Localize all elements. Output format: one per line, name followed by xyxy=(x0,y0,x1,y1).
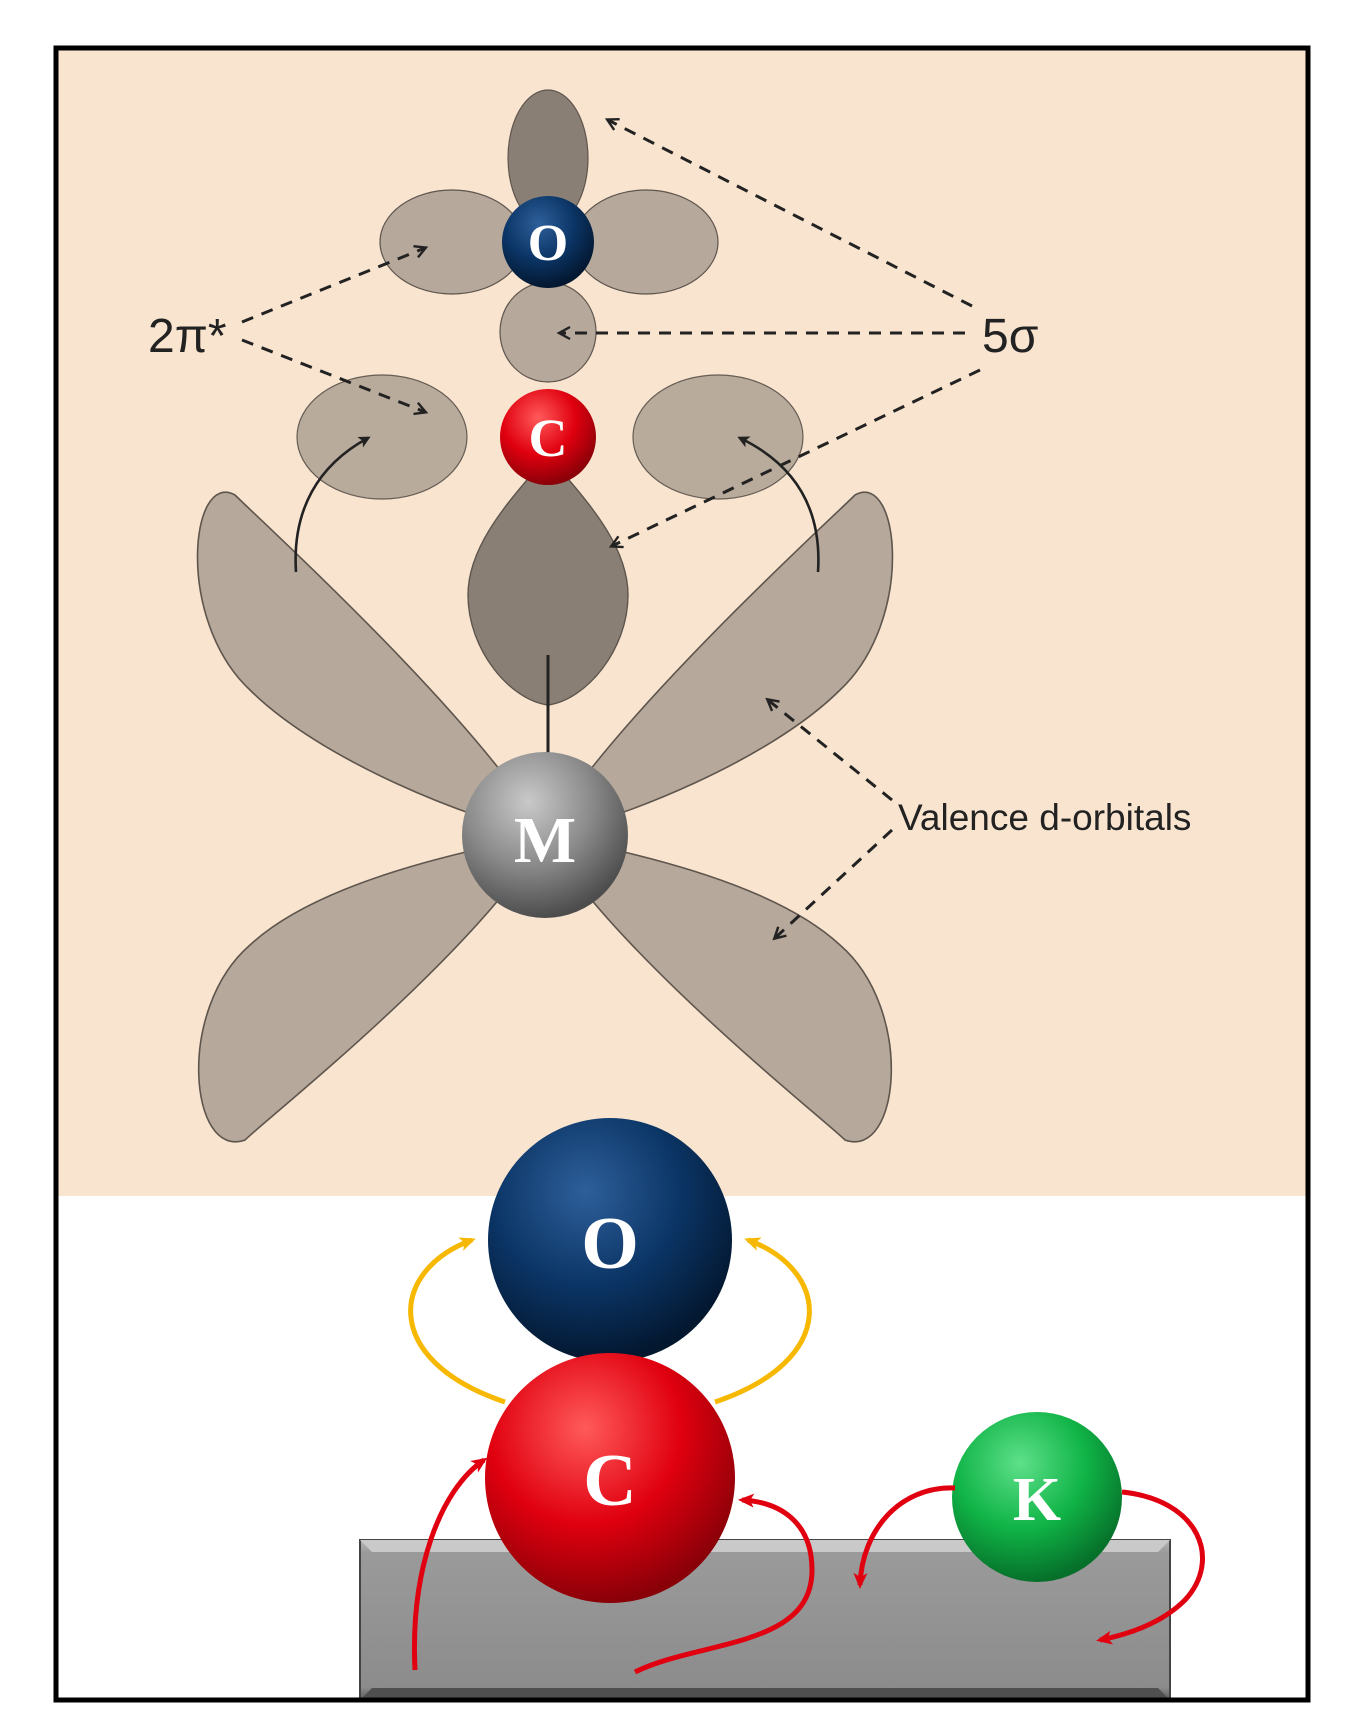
red-arrow-potassium-left xyxy=(853,1485,956,1589)
atom-oxygen-label: O xyxy=(528,215,568,272)
top-atom-oxygen: O xyxy=(502,196,594,288)
label-5sigma: 5σ xyxy=(982,310,1038,363)
top-atom-metal: M xyxy=(462,752,628,918)
yellow-arrow-right xyxy=(714,1237,812,1405)
backdonation-arrow-right xyxy=(737,436,820,573)
label-valence-d-orbitals: Valence d-orbitals xyxy=(898,797,1191,838)
oxygen-pi-lobe-right xyxy=(573,189,719,295)
pointer-2pi-to-oxygen xyxy=(241,244,429,324)
pointer-5sigma-to-oxygen-top xyxy=(604,118,973,308)
label-2pi-star: 2π* xyxy=(148,310,227,363)
red-arrow-surface-to-carbon-left xyxy=(411,1457,488,1671)
yellow-arrow-left xyxy=(408,1237,506,1405)
potassium-sphere xyxy=(952,1412,1122,1582)
bottom-carbon-sphere xyxy=(485,1353,735,1603)
figure-frame xyxy=(53,45,1311,1703)
red-arrow-potassium-right xyxy=(1096,1489,1205,1645)
surface-bottom-bevel xyxy=(360,1688,1170,1700)
bottom-atom-carbon: C xyxy=(485,1353,735,1603)
dashed-pointers xyxy=(241,118,981,941)
d-orbital-lobe-lower-right xyxy=(543,833,893,1143)
bottom-carbon-label: C xyxy=(583,1440,636,1522)
atom-carbon-sphere xyxy=(500,389,596,485)
red-arrow-surface-to-carbon-right xyxy=(633,1493,815,1675)
backdonation-arrow-left xyxy=(294,436,371,573)
atom-oxygen-sphere xyxy=(502,196,594,288)
pointer-d-orbital-upper xyxy=(765,697,893,802)
d-orbital-lobe-upper-right xyxy=(543,491,894,837)
pointer-5sigma-to-carbon-lobe xyxy=(608,368,981,549)
d-orbital-lobe-upper-left xyxy=(196,491,547,837)
bottom-atom-potassium: K xyxy=(952,1412,1122,1582)
atom-metal-label: M xyxy=(514,804,576,877)
bottom-atom-oxygen: O xyxy=(488,1118,732,1362)
potassium-label: K xyxy=(1013,1466,1061,1534)
top-atom-carbon: C xyxy=(500,389,596,485)
oxygen-orbitals xyxy=(379,89,719,383)
bottom-oxygen-sphere xyxy=(488,1118,732,1362)
atom-metal-sphere xyxy=(462,752,628,918)
carbon-pi-lobe-right xyxy=(632,374,804,500)
pointer-d-orbital-lower xyxy=(772,828,894,941)
valence-d-orbitals xyxy=(196,491,894,1143)
pointer-2pi-to-carbon xyxy=(241,338,429,416)
atom-carbon-label: C xyxy=(529,408,568,468)
d-orbital-lobe-lower-left xyxy=(197,833,547,1143)
bottom-oxygen-label: O xyxy=(581,1203,639,1285)
